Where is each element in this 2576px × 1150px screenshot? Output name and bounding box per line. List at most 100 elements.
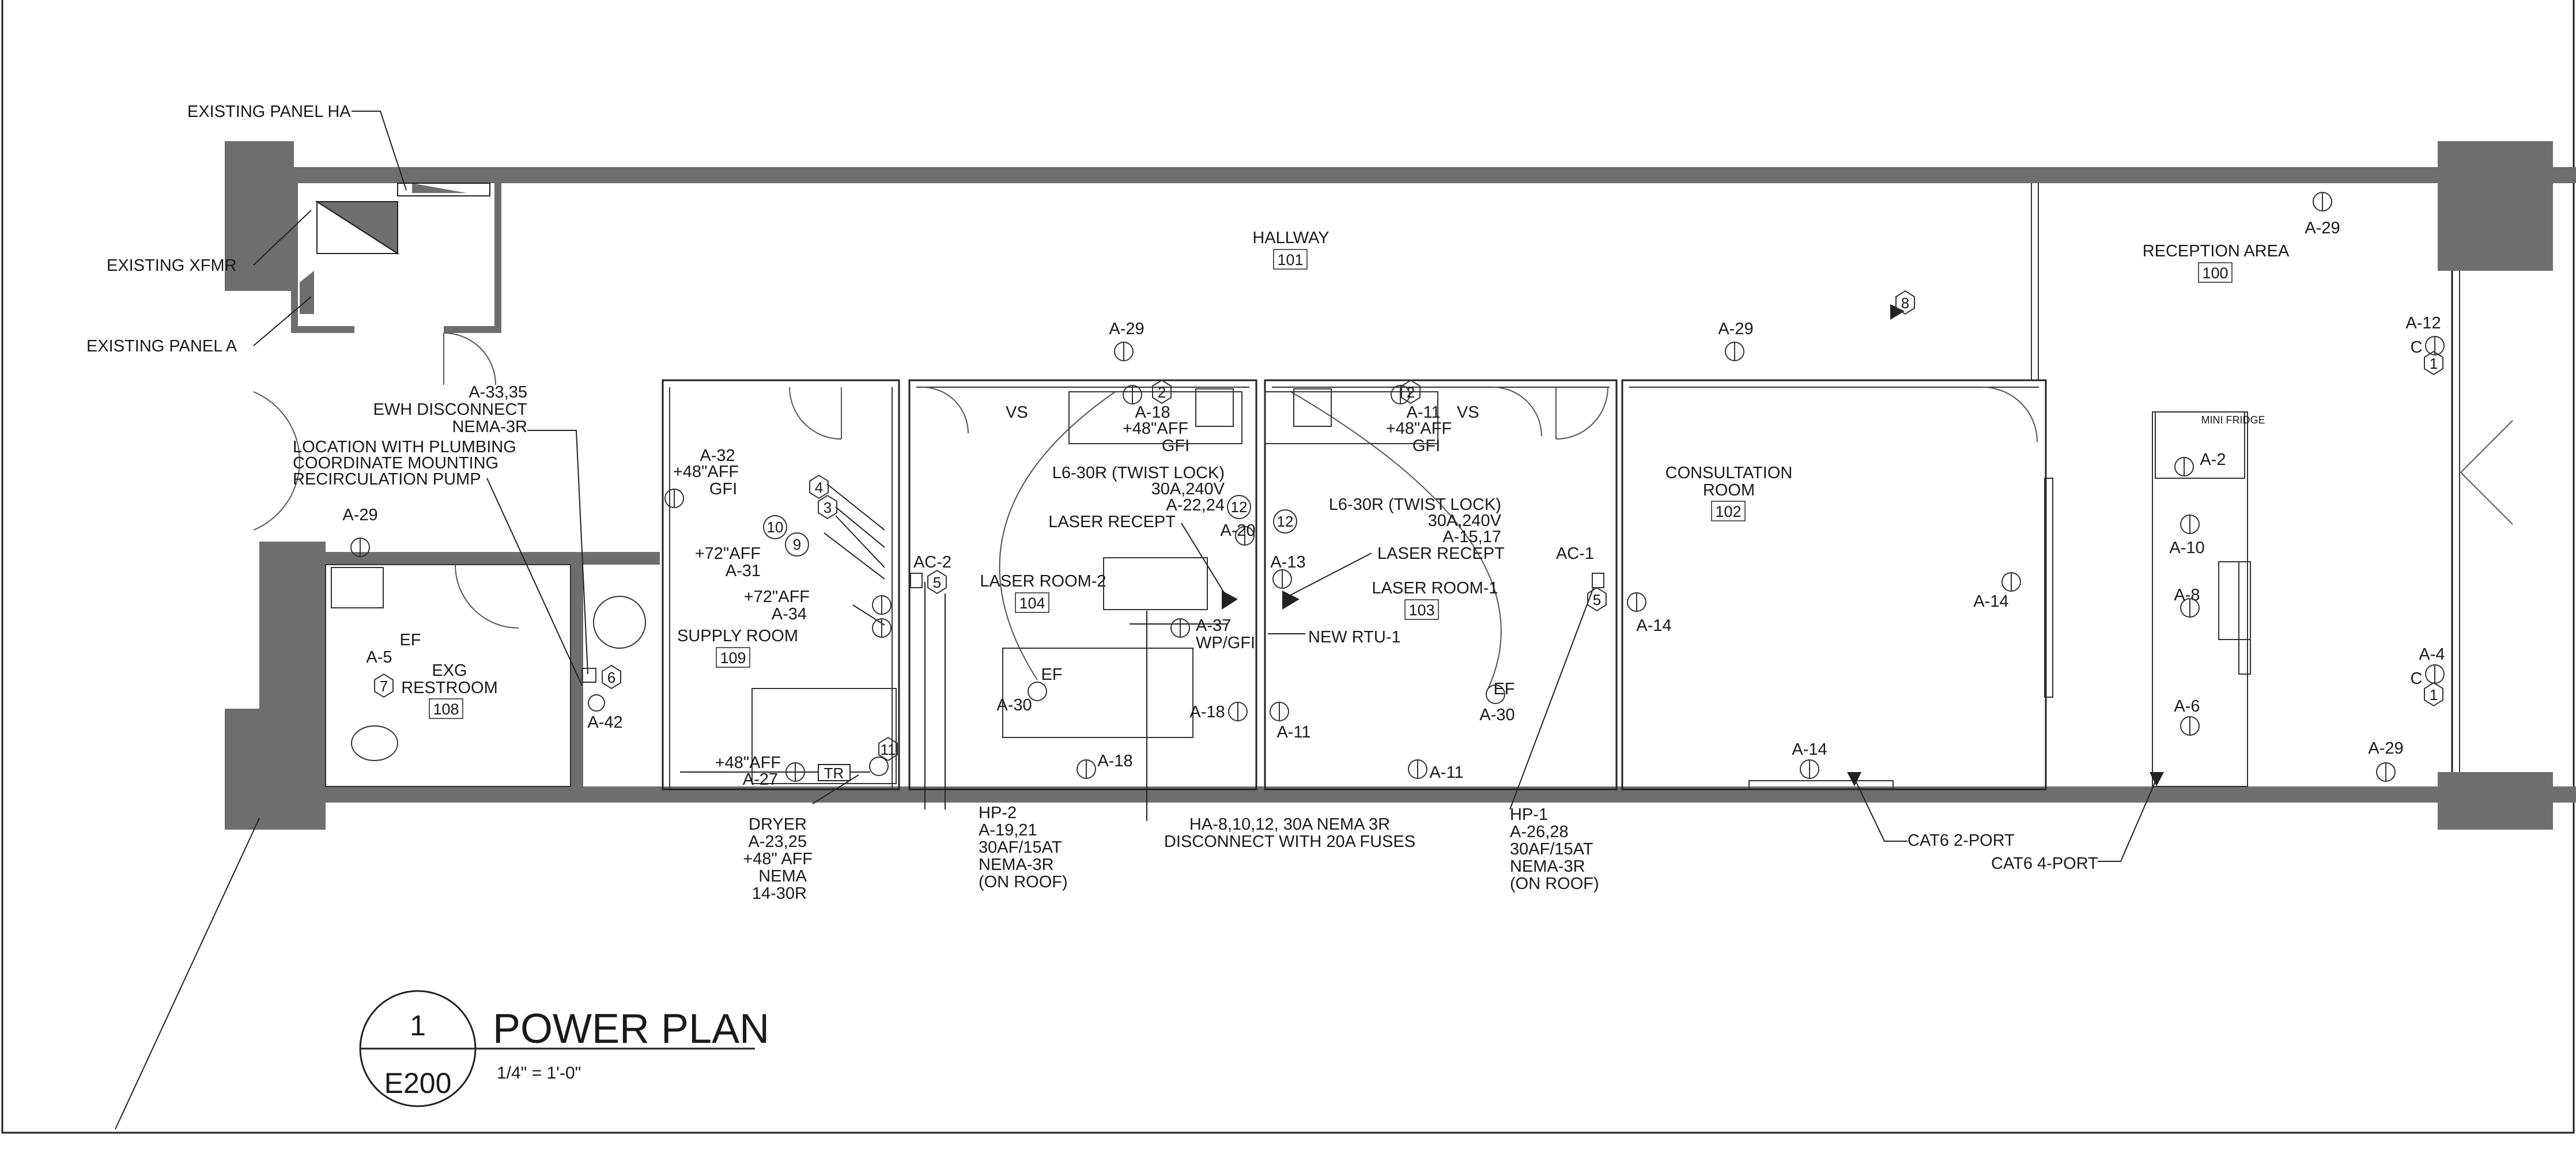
room-labels: HALLWAY 101 RECEPTION AREA 100 CONSULTAT…: [401, 229, 2290, 719]
svg-text:3: 3: [824, 499, 832, 516]
svg-text:A-5: A-5: [366, 648, 392, 667]
svg-text:NEMA: NEMA: [758, 867, 807, 886]
room-number-laser1: 103: [1408, 602, 1434, 619]
room-number-consultation: 102: [1715, 503, 1741, 520]
leader-lines: [115, 111, 2159, 1130]
svg-text:5: 5: [1593, 591, 1601, 608]
svg-text:WP/GFI: WP/GFI: [1196, 634, 1255, 652]
svg-text:A-31: A-31: [726, 562, 761, 580]
room-name-restroom: EXG: [432, 661, 467, 680]
svg-text:NEW RTU-1: NEW RTU-1: [1308, 628, 1401, 646]
room-name-laser1: LASER ROOM-1: [1372, 579, 1498, 597]
svg-text:A-42: A-42: [587, 713, 622, 732]
svg-text:A-11: A-11: [1406, 403, 1440, 422]
svg-text:A-30: A-30: [996, 696, 1032, 714]
svg-text:A-29: A-29: [1718, 320, 1753, 338]
existing-equipment: [300, 183, 490, 314]
svg-text:A-27: A-27: [743, 770, 778, 789]
callout-panel-a: EXISTING PANEL A: [86, 337, 237, 355]
drawing-title-block: 1 E200 POWER PLAN 1/4" = 1'-0": [359, 990, 769, 1107]
svg-text:8: 8: [1901, 294, 1909, 312]
svg-text:TR: TR: [824, 765, 844, 782]
furnishings: [331, 388, 2251, 789]
svg-text:A-18: A-18: [1135, 403, 1170, 422]
svg-text:A-14: A-14: [1636, 616, 1671, 635]
svg-text:HP-1: HP-1: [1510, 805, 1548, 824]
svg-text:A-13: A-13: [1270, 553, 1305, 572]
svg-text:EF: EF: [1041, 665, 1062, 684]
room-number-hallway: 101: [1277, 251, 1303, 268]
svg-text:A-23,25: A-23,25: [748, 833, 807, 851]
receptacle-symbols: [350, 192, 2445, 786]
svg-text:A-29: A-29: [2368, 739, 2403, 758]
svg-text:C: C: [2411, 669, 2423, 688]
room-number-reception: 100: [2202, 264, 2228, 282]
svg-text:A-10: A-10: [2169, 539, 2204, 557]
svg-text:MINI FRIDGE: MINI FRIDGE: [2201, 414, 2265, 426]
svg-text:EF: EF: [399, 631, 421, 649]
svg-text:A-29: A-29: [1109, 320, 1144, 338]
svg-text:A-26,28: A-26,28: [1510, 823, 1569, 841]
room-name-hallway: HALLWAY: [1252, 229, 1329, 247]
svg-text:RECIRCULATION PUMP: RECIRCULATION PUMP: [293, 470, 481, 489]
svg-text:EF: EF: [1493, 680, 1514, 698]
svg-text:A-2: A-2: [2200, 451, 2226, 469]
svg-text:A-19,21: A-19,21: [979, 821, 1037, 839]
keynote-numbers: 1 1 2 2 4 3 5 5 6 7 8 9 10 11 12 12: [380, 294, 2438, 758]
svg-text:C: C: [2411, 338, 2423, 357]
svg-text:A-8: A-8: [2174, 586, 2200, 604]
room-name-consultation: CONSULTATION: [1665, 464, 1793, 482]
svg-text:+72"AFF: +72"AFF: [695, 544, 761, 563]
svg-text:LASER RECEPT: LASER RECEPT: [1048, 513, 1176, 531]
svg-text:NEMA-3R: NEMA-3R: [979, 856, 1054, 874]
room-name-reception: RECEPTION AREA: [2143, 242, 2290, 260]
svg-text:1: 1: [2430, 355, 2438, 372]
callout-panel-ha: EXISTING PANEL HA: [187, 103, 351, 121]
drawing-scale: 1/4" = 1'-0": [497, 1064, 581, 1083]
svg-text:AC-2: AC-2: [913, 553, 951, 572]
svg-text:30A,240V: 30A,240V: [1428, 512, 1502, 530]
svg-text:A-15,17: A-15,17: [1442, 528, 1501, 546]
room-number-supply: 109: [720, 649, 746, 667]
svg-text:4: 4: [815, 479, 823, 496]
svg-text:2: 2: [1407, 384, 1415, 401]
room-number-restroom: 108: [433, 701, 459, 718]
keynotes: [374, 290, 2443, 762]
svg-text:11: 11: [881, 741, 896, 758]
svg-text:HA-8,10,12, 30A NEMA 3R: HA-8,10,12, 30A NEMA 3R: [1189, 815, 1390, 834]
sheet-number: E200: [384, 1067, 452, 1099]
svg-text:A-14: A-14: [1792, 740, 1827, 759]
svg-text:AC-1: AC-1: [1556, 544, 1594, 563]
svg-text:CAT6 4-PORT: CAT6 4-PORT: [1991, 854, 2098, 873]
svg-text:A-30: A-30: [1479, 706, 1514, 724]
svg-text:30AF/15AT: 30AF/15AT: [979, 838, 1062, 857]
svg-text:A-14: A-14: [1973, 592, 2008, 611]
svg-text:GFI: GFI: [709, 480, 737, 498]
svg-text:9: 9: [793, 536, 801, 553]
svg-text:DISCONNECT WITH 20A FUSES: DISCONNECT WITH 20A FUSES: [1164, 833, 1415, 851]
svg-text:HP-2: HP-2: [979, 804, 1017, 822]
svg-text:12: 12: [1277, 513, 1294, 530]
svg-text:30AF/15AT: 30AF/15AT: [1510, 840, 1593, 858]
svg-text:30A,240V: 30A,240V: [1151, 480, 1225, 498]
svg-text:A-22,24: A-22,24: [1166, 496, 1225, 515]
svg-text:5: 5: [933, 574, 941, 591]
svg-text:COORDINATE MOUNTING: COORDINATE MOUNTING: [293, 454, 498, 472]
svg-text:A-32: A-32: [700, 447, 735, 465]
svg-text:14-30R: 14-30R: [752, 884, 807, 903]
svg-text:+48" AFF: +48" AFF: [743, 850, 813, 868]
svg-text:LOCATION WITH PLUMBING: LOCATION WITH PLUMBING: [293, 438, 516, 456]
svg-text:2: 2: [1158, 384, 1166, 401]
svg-text:(ON ROOF): (ON ROOF): [1510, 875, 1599, 893]
svg-text:6: 6: [607, 669, 615, 686]
callout-xfmr: EXISTING XFMR: [107, 256, 237, 275]
svg-text:+48"AFF: +48"AFF: [1123, 419, 1188, 438]
svg-text:A-11: A-11: [1276, 723, 1310, 742]
interior-partitions: [325, 183, 2460, 790]
svg-text:1: 1: [2430, 686, 2438, 703]
svg-text:+48"AFF: +48"AFF: [715, 754, 781, 772]
room-number-laser2: 104: [1019, 595, 1045, 612]
room-name-laser2: LASER ROOM-2: [980, 572, 1106, 591]
